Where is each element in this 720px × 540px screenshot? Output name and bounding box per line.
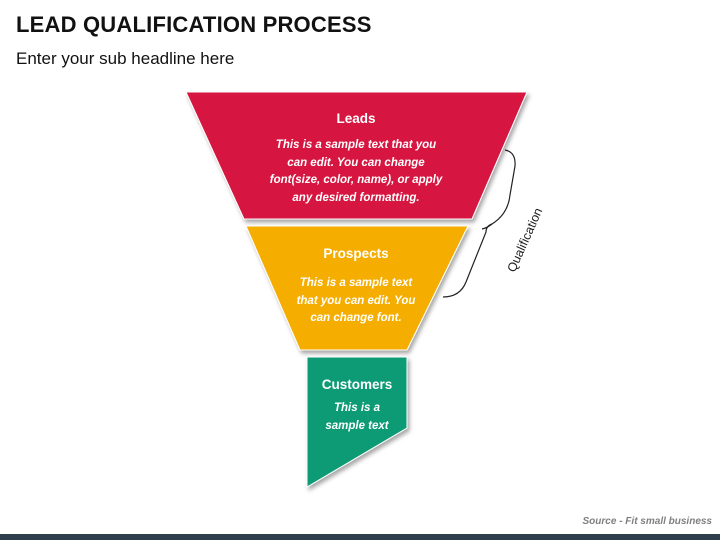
leads-funnel-segment xyxy=(185,91,528,220)
prospects-description-line: can change font. xyxy=(310,312,402,324)
customers-funnel-segment xyxy=(306,356,408,488)
customers-title: Customers xyxy=(321,377,393,392)
leads-title: Leads xyxy=(336,111,376,126)
leads-description-line: font(size, color, name), or apply xyxy=(269,174,443,186)
prospects-description-line: This is a sample text xyxy=(299,277,413,289)
qualification-bracket-tip xyxy=(481,223,493,230)
leads-description-line: can edit. You can change xyxy=(287,156,425,169)
prospects-description-line: that you can edit. You xyxy=(296,294,416,307)
prospects-title: Prospects xyxy=(323,246,389,261)
customers-description-line: sample text xyxy=(325,419,389,432)
customers-description-line: This is a xyxy=(333,402,381,414)
bottom-bar xyxy=(0,534,720,540)
page-subtitle: Enter your sub headline here xyxy=(16,49,235,68)
prospects-description: This is a sample text that you can edit.… xyxy=(266,275,446,328)
leads-description: This is a sample text that you can edit.… xyxy=(236,137,476,207)
page-title: LEAD QUALIFICATION PROCESS xyxy=(16,12,372,37)
prospects-funnel-segment xyxy=(245,225,469,351)
customers-description: This is a sample text xyxy=(307,400,407,435)
source-note: Source - Fit small business xyxy=(582,516,712,527)
leads-description-line: any desired formatting. xyxy=(292,191,420,204)
leads-description-line: This is a sample text that you xyxy=(275,139,437,151)
